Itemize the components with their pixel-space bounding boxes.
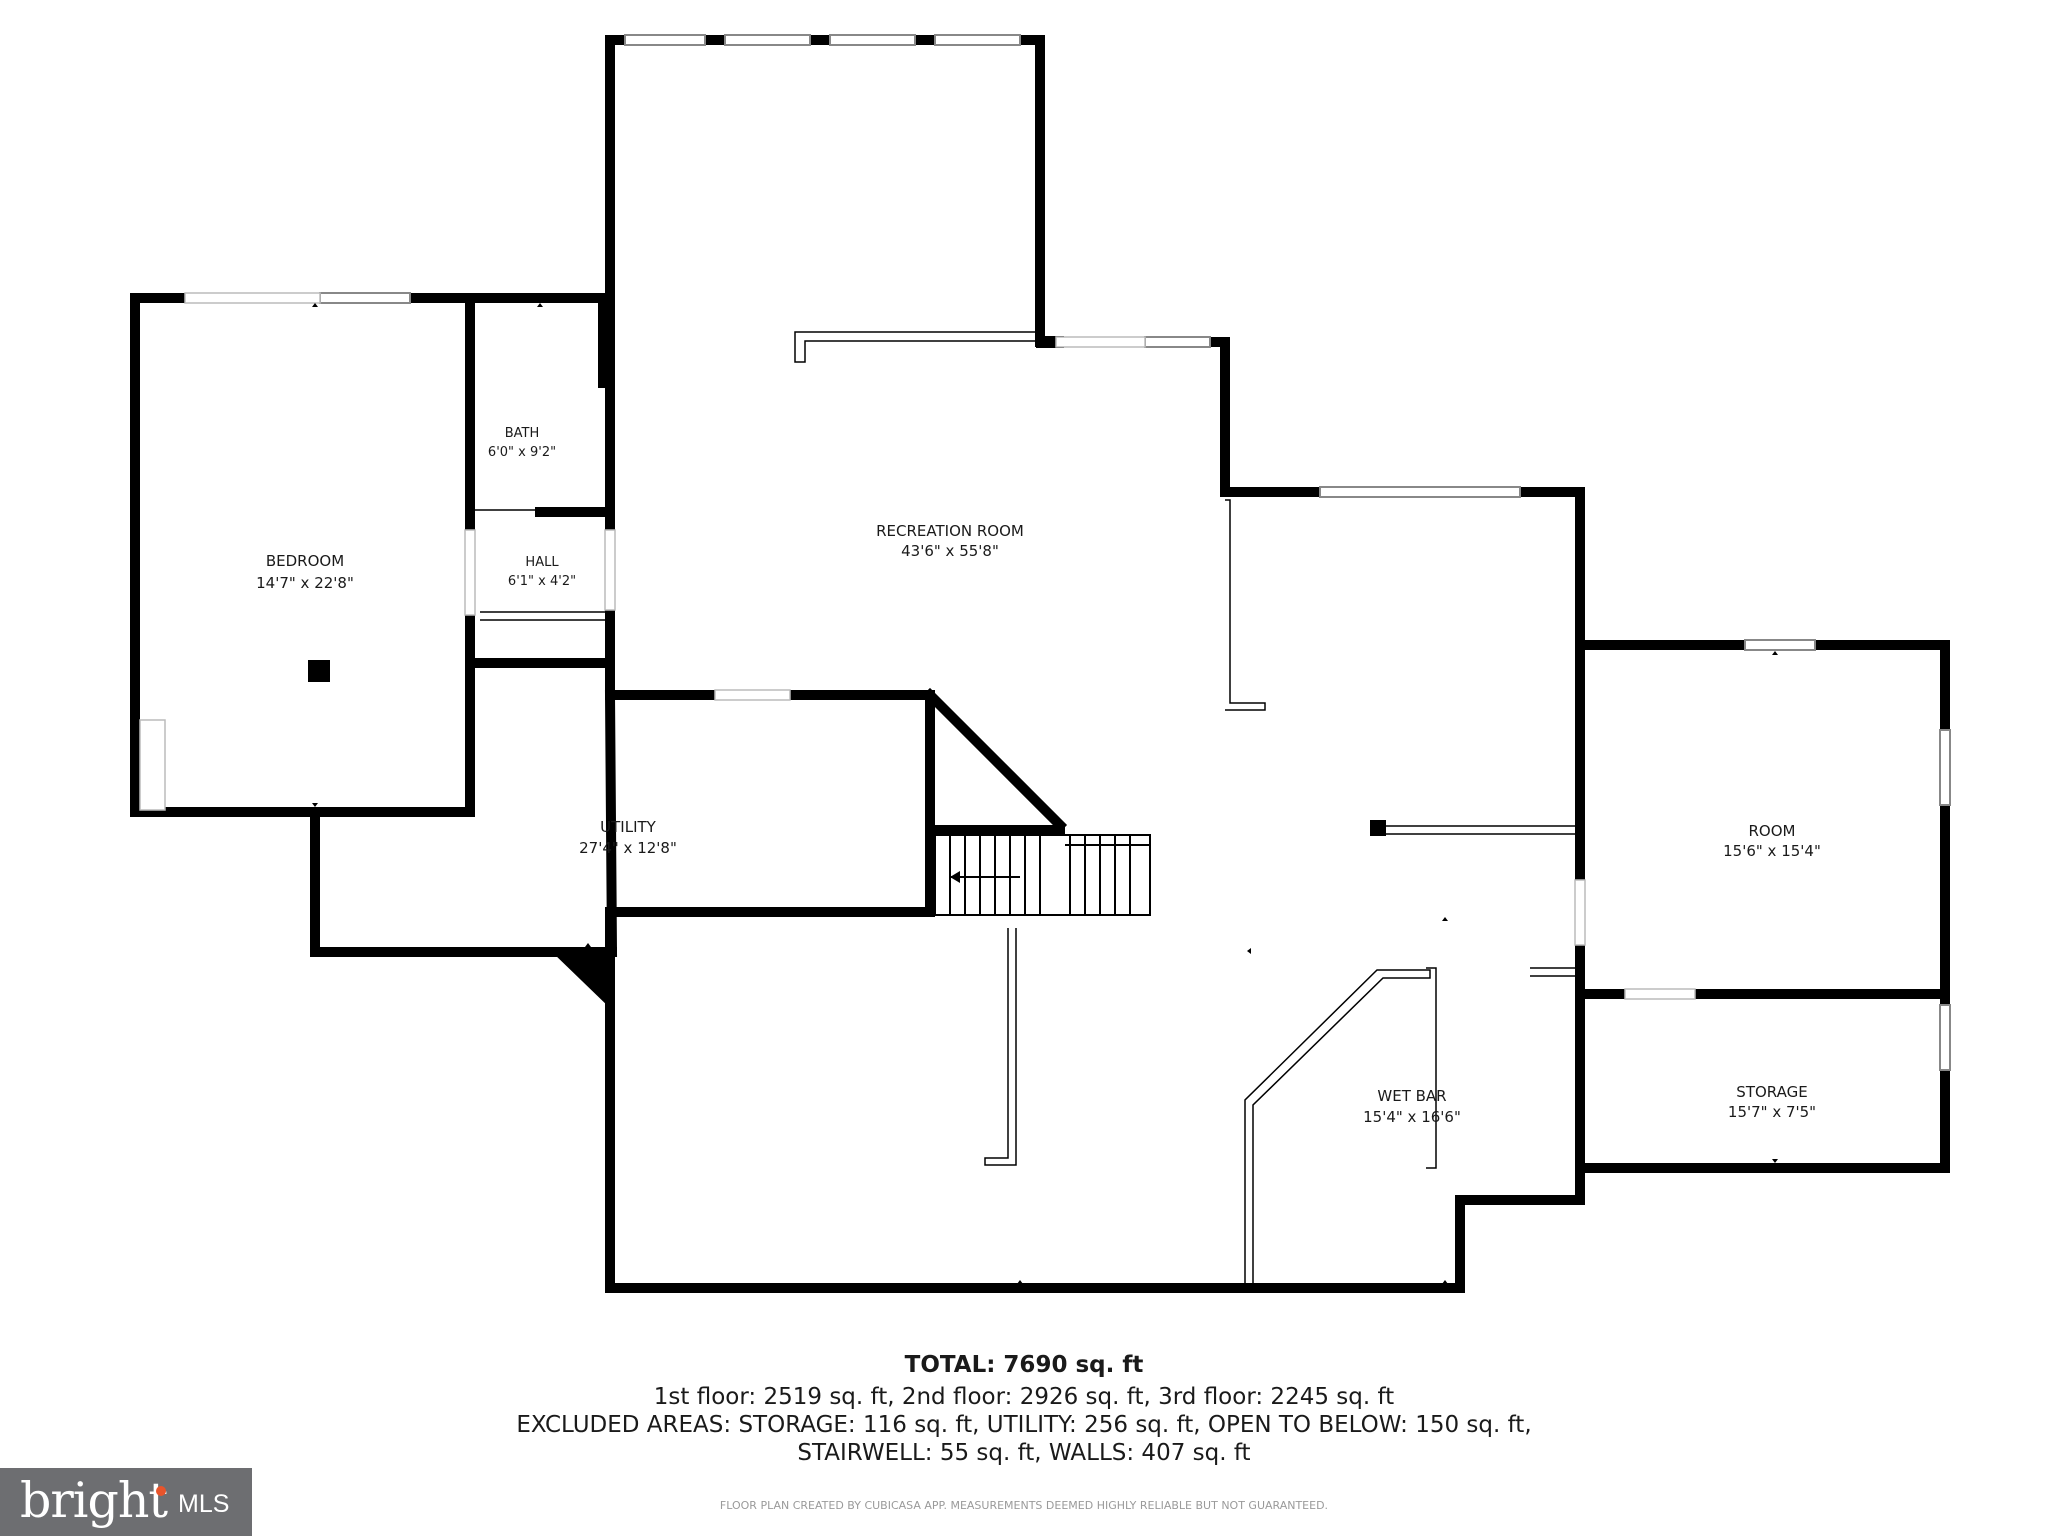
logo-word: bright <box>20 1472 168 1529</box>
walls <box>130 35 1950 1293</box>
bath-dims: 6'0" x 9'2" <box>488 445 556 460</box>
hall-name: HALL <box>525 555 559 570</box>
recreation-name: RECREATION ROOM <box>876 522 1024 540</box>
bedroom-name: BEDROOM <box>266 552 344 570</box>
logo-accent-icon <box>156 1486 166 1496</box>
total-area: TOTAL: 7690 sq. ft <box>904 1352 1144 1378</box>
hall-dims: 6'1" x 4'2" <box>508 574 576 589</box>
wetbar-name: WET BAR <box>1377 1087 1446 1105</box>
utility-name: UTILITY <box>600 818 657 836</box>
room-dims: 15'6" x 15'4" <box>1723 842 1821 860</box>
wetbar-dims: 15'4" x 16'6" <box>1363 1108 1461 1126</box>
interior-partitions <box>475 331 1583 1288</box>
stairwell <box>934 834 1151 916</box>
logo-suffix: MLS <box>178 1490 230 1518</box>
floor-breakdown: 1st floor: 2519 sq. ft, 2nd floor: 2926 … <box>653 1384 1395 1410</box>
bright-mls-logo: bright MLS <box>0 1468 252 1536</box>
utility-dims: 27'4" x 12'8" <box>579 839 677 857</box>
openings <box>139 292 1696 1000</box>
wall-accents <box>308 298 1386 1010</box>
disclaimer: FLOOR PLAN CREATED BY CUBICASA APP. MEAS… <box>719 1499 1329 1512</box>
excluded-areas-cont: STAIRWELL: 55 sq. ft, WALLS: 407 sq. ft <box>797 1440 1251 1466</box>
measure-ticks <box>312 303 1778 1284</box>
storage-name: STORAGE <box>1736 1083 1807 1101</box>
windows <box>319 34 1951 1071</box>
bedroom-dims: 14'7" x 22'8" <box>256 574 354 592</box>
excluded-areas: EXCLUDED AREAS: STORAGE: 116 sq. ft, UTI… <box>516 1412 1532 1438</box>
storage-dims: 15'7" x 7'5" <box>1728 1103 1816 1121</box>
recreation-dims: 43'6" x 55'8" <box>901 542 999 560</box>
room-name: ROOM <box>1749 822 1796 840</box>
stair-arrow <box>950 871 960 883</box>
bath-name: BATH <box>505 426 540 441</box>
